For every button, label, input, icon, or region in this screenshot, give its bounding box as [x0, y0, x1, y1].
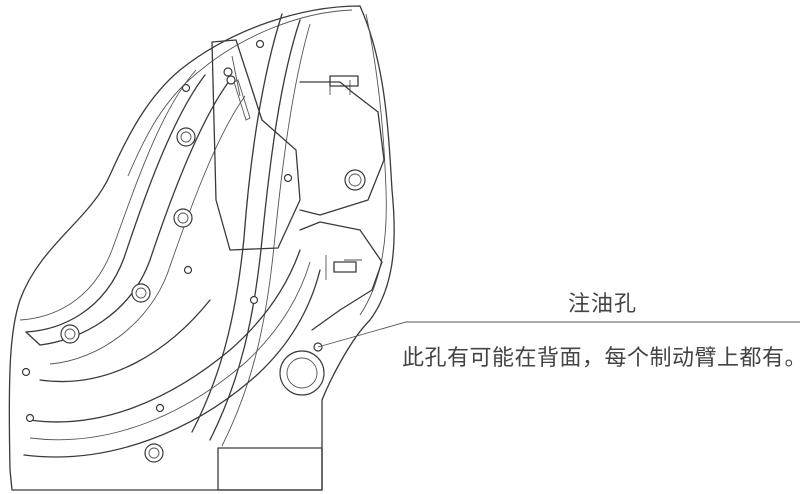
- inner-bolt-band: [19, 69, 246, 383]
- rotor-ring: [191, 13, 311, 447]
- caliper-pivot: [344, 169, 366, 191]
- screw-holes: [21, 39, 293, 423]
- base-plate: [217, 447, 323, 491]
- bolt-holes: [60, 127, 196, 463]
- callout-leader: [317, 321, 800, 348]
- lower-band: [23, 249, 321, 458]
- housing-outline: [8, 5, 395, 491]
- oil-hole-pivot: [279, 342, 325, 396]
- oil-hole-label: 注油孔: [568, 292, 638, 317]
- oil-hole-note: 此孔有可能在背面，每个制动臂上都有。: [402, 346, 802, 371]
- caliper-blocks: [299, 75, 385, 331]
